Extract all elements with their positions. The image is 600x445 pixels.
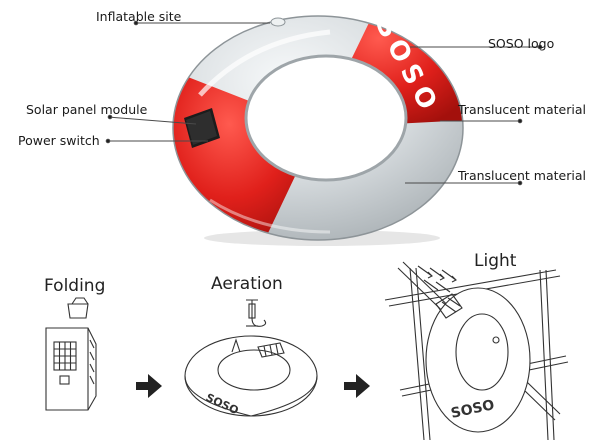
- callout-power-switch: Power switch: [18, 133, 100, 148]
- folded-device: [45, 327, 97, 411]
- lit-ring: SOSO: [425, 287, 531, 433]
- callout-inflatable-site: Inflatable site: [96, 9, 182, 24]
- step-title-aeration: Aeration: [211, 274, 283, 294]
- bag-icon: [67, 297, 89, 319]
- inflatable-valve: [270, 17, 286, 27]
- callout-soso-logo: SOSO logo: [488, 36, 555, 51]
- aerated-ring: SOSO: [184, 335, 318, 417]
- life-ring-render: SOSO: [160, 0, 480, 250]
- callout-translucent-material-2: Translucent material: [458, 168, 586, 183]
- callout-solar-panel-module: Solar panel module: [26, 102, 148, 117]
- solar-panel-render: [184, 108, 220, 148]
- arrow-right-icon: [136, 374, 162, 398]
- step-title-light: Light: [474, 251, 517, 271]
- sun-rays-icon: [417, 265, 457, 293]
- pump-icon: [246, 299, 267, 327]
- callout-translucent-material-1: Translucent material: [458, 102, 586, 117]
- aerated-ring-logo: SOSO: [204, 391, 241, 417]
- callout-lines: [105, 20, 543, 186]
- step-title-folding: Folding: [44, 276, 106, 296]
- arrow-right-icon: [344, 374, 370, 398]
